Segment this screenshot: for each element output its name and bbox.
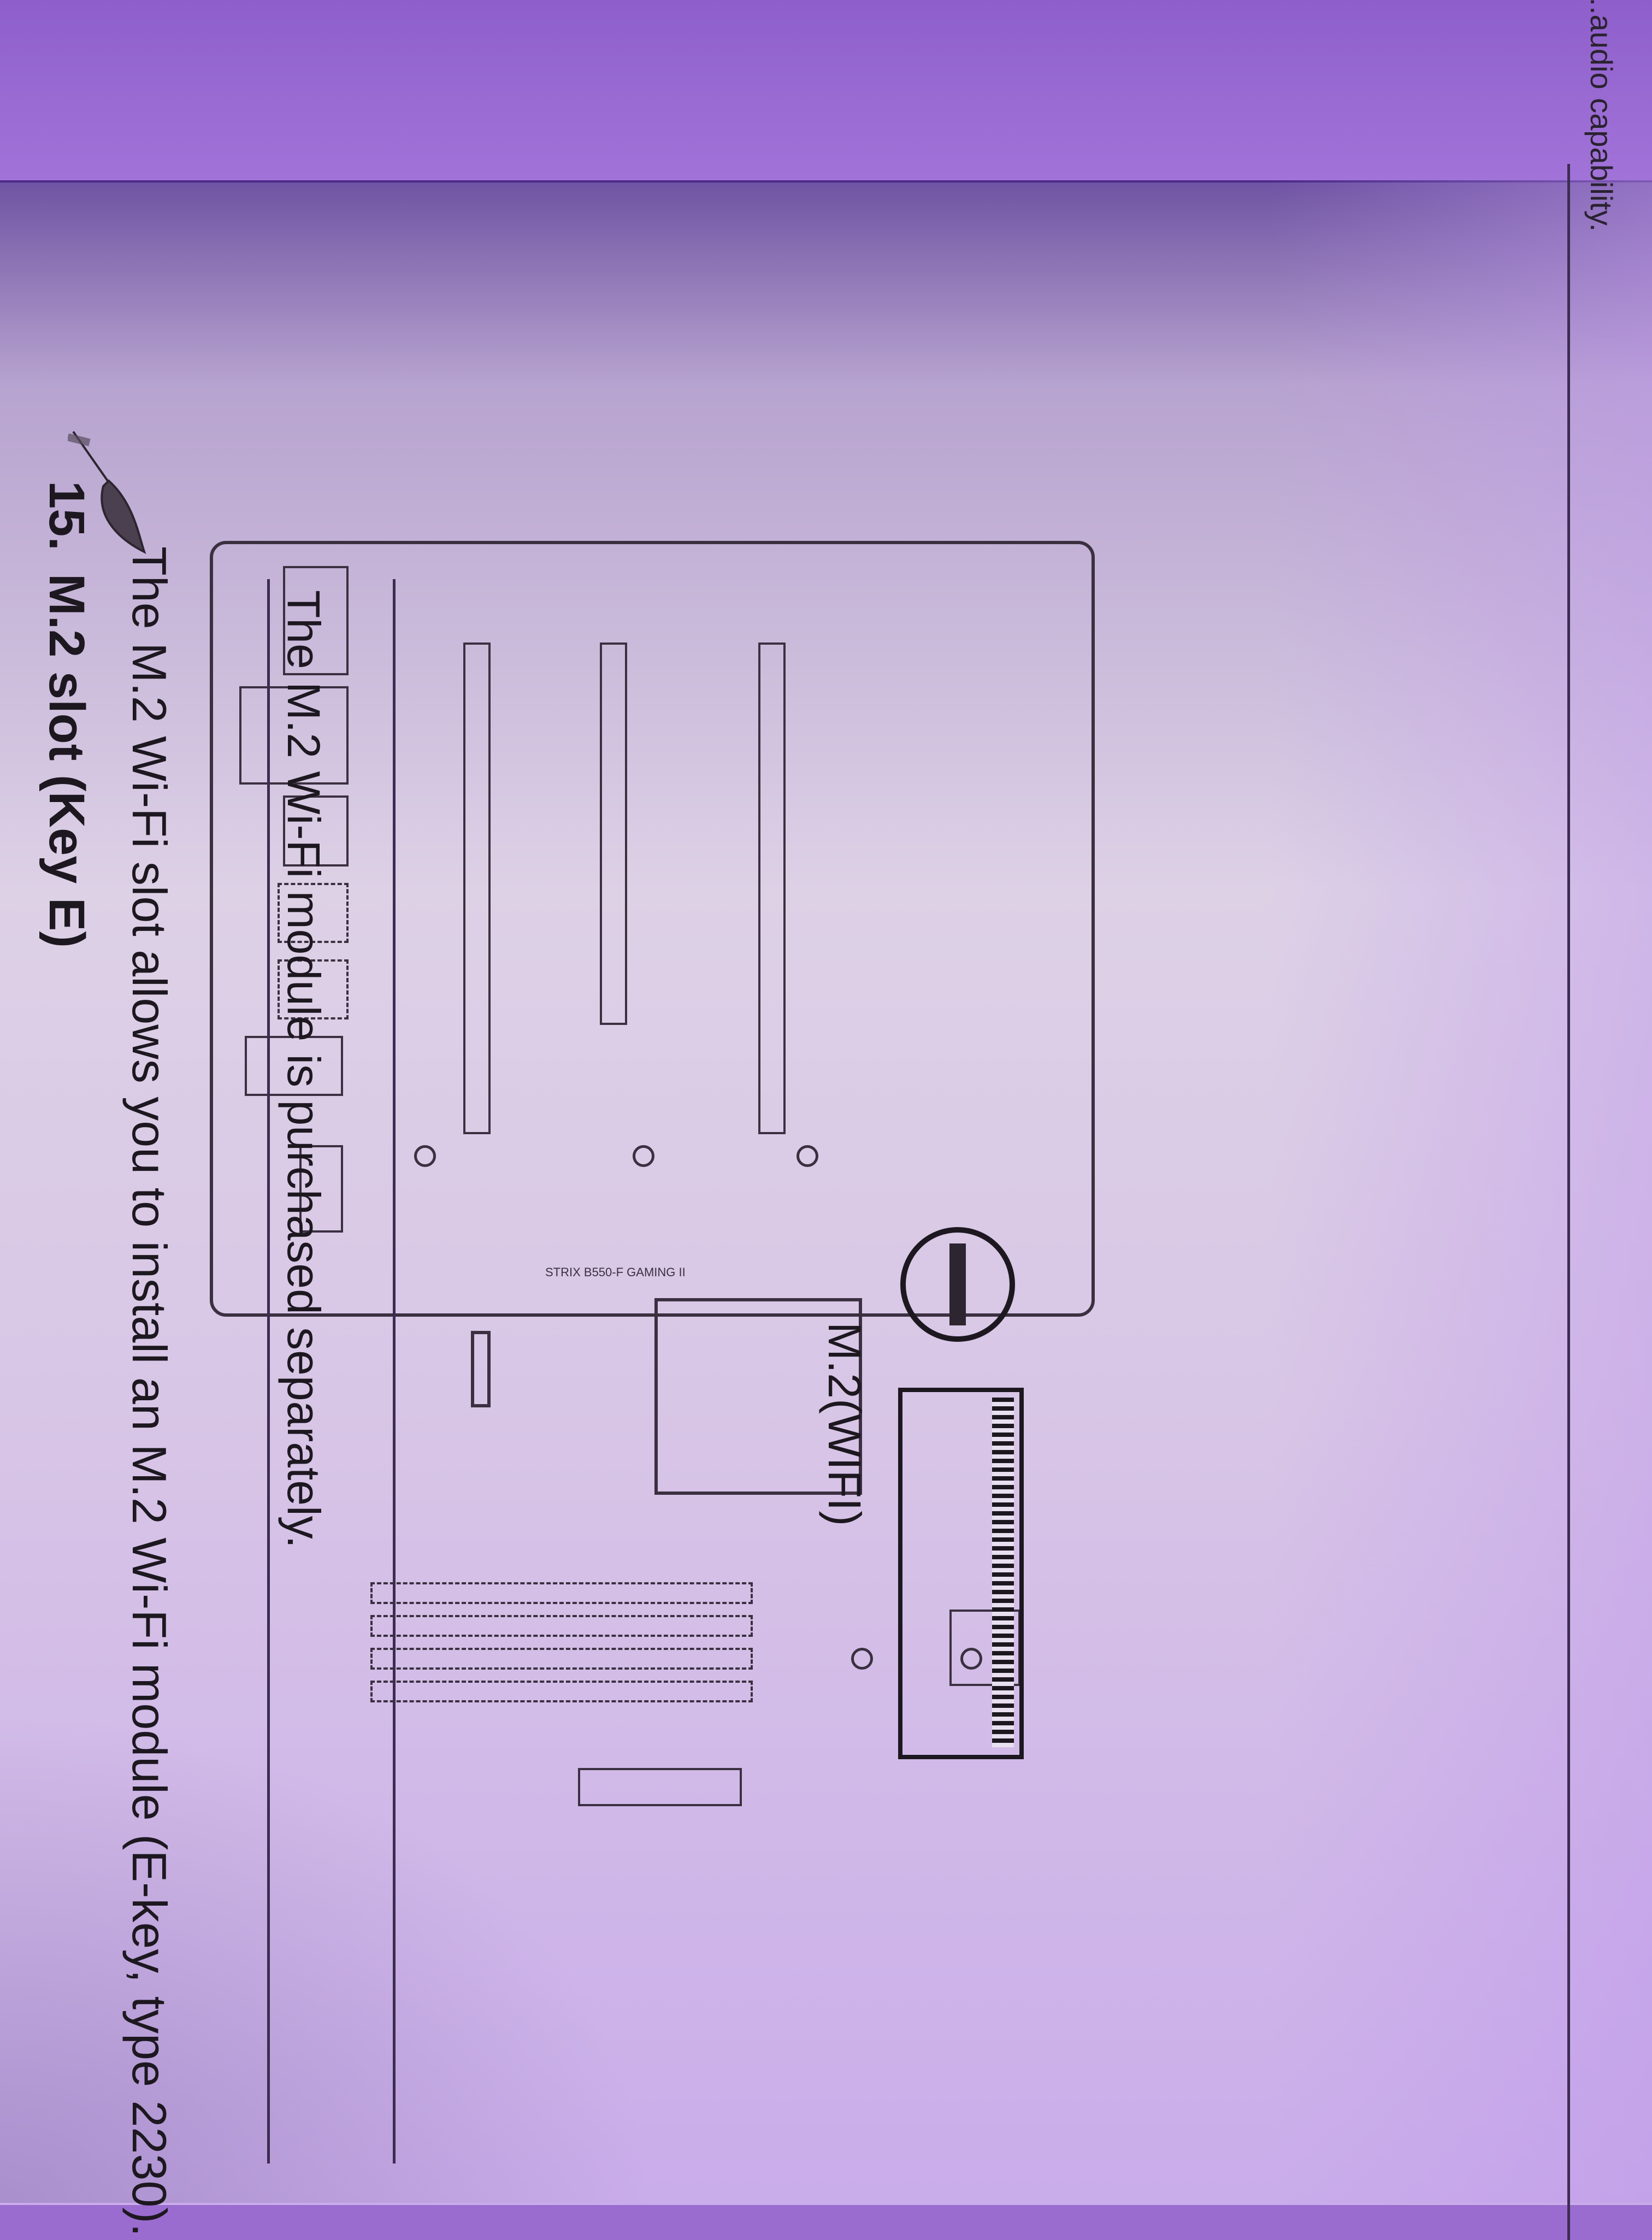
- dimm-slot: [370, 1615, 753, 1637]
- mount-hole: [851, 1648, 873, 1670]
- manual-page: [0, 180, 1652, 2205]
- section-body: The M.2 Wi-Fi slot allows you to install…: [122, 546, 176, 2237]
- battery-contact: [949, 1243, 966, 1325]
- m2-slot-connector: [898, 1388, 1024, 1759]
- connector-pins: [992, 1398, 1014, 1747]
- previous-section-text: ...audio capability.: [1584, 0, 1619, 232]
- mount-hole: [633, 1145, 654, 1167]
- note-text: The M.2 Wi-Fi module is purchased separa…: [278, 590, 329, 1548]
- pcie-slot: [758, 642, 786, 1134]
- mount-hole: [414, 1145, 436, 1167]
- feather-quill-icon: [68, 431, 146, 554]
- atx-power-connector: [578, 1768, 742, 1806]
- dimm-slot: [370, 1681, 753, 1702]
- board-model-label: STRIX B550-F GAMING II: [545, 1265, 686, 1279]
- dimm-slot: [370, 1582, 753, 1604]
- m2-wifi-slot-on-board: [471, 1331, 491, 1407]
- cmos-battery: [900, 1227, 1015, 1342]
- note-top-rule: [267, 579, 270, 2164]
- dimm-slot: [370, 1648, 753, 1670]
- pcie-slot: [600, 642, 627, 1025]
- lighting-shade: [1270, 180, 1652, 2203]
- lighting-shadow: [0, 1711, 656, 2203]
- section-title: M.2 slot (Key E): [39, 574, 95, 948]
- section-divider: [1567, 164, 1570, 2240]
- mount-hole: [796, 1145, 818, 1167]
- background-surface: [0, 0, 1652, 186]
- motherboard-diagram: STRIX B550-F GAMING II: [210, 541, 1095, 1806]
- note-bottom-rule: [393, 579, 396, 2164]
- m2-wifi-callout-label: M.2(WIFI): [819, 1322, 870, 1526]
- pcie-slot: [463, 642, 491, 1134]
